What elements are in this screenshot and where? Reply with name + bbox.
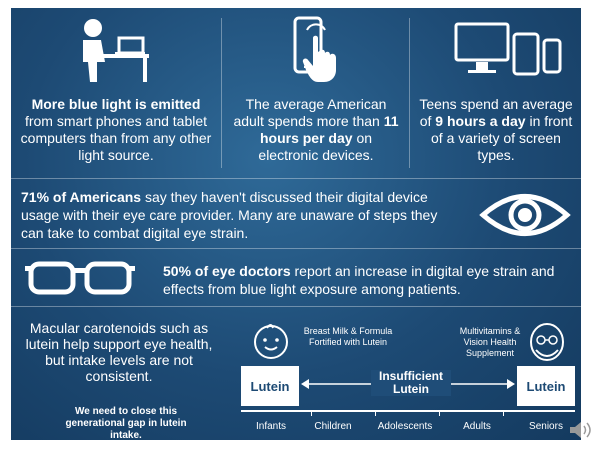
stat-teen-hours-pre: Teens spend an average of — [419, 96, 573, 129]
lutein-gap-callout: We need to close this generational gap i… — [65, 406, 187, 440]
stat-eye-doctors: 50% of eye doctors report an increase in… — [163, 262, 573, 298]
devices-icon — [454, 22, 562, 76]
timeline-tick — [439, 410, 440, 416]
glasses-icon — [25, 261, 135, 295]
stat-teen-hours-bold: 9 hours a day — [435, 113, 526, 129]
senior-icon — [530, 323, 564, 361]
stage-adults: Adults — [463, 421, 491, 432]
stat-eye-doctors-text: report an increase in digital eye strain… — [163, 263, 555, 297]
timeline-tick — [311, 410, 312, 416]
person-laptop-icon — [83, 19, 149, 82]
stat-adult-hours: The average American adult spends more t… — [229, 96, 403, 164]
stat-eye-doctors-bold: 50% of eye doctors — [163, 263, 291, 279]
stat-blue-light-text: from smart phones and tablet computers t… — [20, 113, 212, 163]
stat-blue-light-bold: More blue light is emitted — [31, 96, 201, 112]
insufficient-lutein-label: Insufficient Lutein — [371, 370, 451, 396]
stage-adolescents: Adolescents — [377, 421, 433, 432]
stat-adult-hours-bold: 11 hours per day — [259, 113, 399, 146]
phone-touch-icon — [293, 16, 336, 82]
divider-col-2 — [409, 18, 410, 168]
stage-seniors: Seniors — [529, 421, 563, 432]
timeline-axis — [241, 410, 575, 412]
speaker-icon[interactable] — [568, 420, 592, 440]
divider-bottom — [11, 306, 581, 307]
timeline-tick — [375, 410, 376, 416]
infographic-slide: More blue light is emitted from smart ph… — [11, 8, 581, 440]
stat-adult-hours-post: on electronic devices. — [258, 130, 374, 163]
baby-icon — [254, 324, 288, 359]
stat-americans: 71% of Americans say they haven't discus… — [21, 188, 461, 242]
eye-icon — [479, 194, 571, 236]
carotenoids-text: Macular carotenoids such as lutein help … — [25, 320, 213, 384]
timeline-tick — [503, 410, 504, 416]
stat-teen-hours: Teens spend an average of 9 hours a day … — [415, 96, 577, 164]
stage-children: Children — [314, 421, 352, 432]
lutein-box-infants: Lutein — [241, 366, 299, 406]
divider-col-1 — [221, 18, 222, 168]
divider-middle — [11, 248, 581, 249]
senior-lutein-note: Multivitamins & Vision Health Supplement — [459, 326, 521, 358]
infant-lutein-note: Breast Milk & Formula Fortified with Lut… — [303, 326, 393, 347]
divider-top — [11, 178, 581, 179]
lutein-box-seniors: Lutein — [517, 366, 575, 406]
stat-adult-hours-pre: The average American adult spends more t… — [233, 96, 387, 129]
stat-blue-light: More blue light is emitted from smart ph… — [17, 96, 215, 164]
stat-americans-text: say they haven't discussed their digital… — [21, 189, 438, 241]
stat-americans-bold: 71% of Americans — [21, 189, 142, 205]
stat-teen-hours-post: in front of a variety of screen types. — [431, 113, 573, 163]
stage-infants: Infants — [255, 421, 287, 432]
